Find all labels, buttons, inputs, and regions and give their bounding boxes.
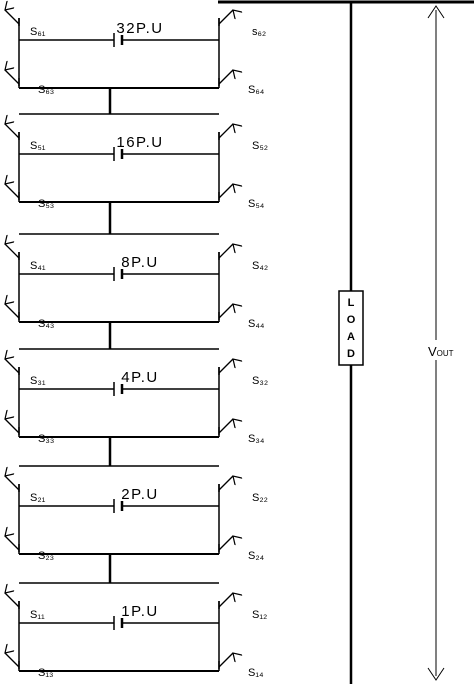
switch-blade — [5, 536, 20, 551]
switch-label: S₄₂ — [252, 260, 268, 272]
switch-label: S₆₄ — [248, 84, 265, 96]
switch-label: S₁₁ — [30, 609, 45, 621]
switch-symbol — [5, 124, 20, 140]
switch-blade — [218, 10, 233, 25]
switch-symbol — [218, 653, 233, 669]
bridge-cell: 1P.U S₁₁ S₁₂ S₁₃ S₁₄ — [5, 582, 267, 679]
switch-symbol — [5, 184, 20, 200]
bridge-cell: 16P.U S₅₁ S₅₂ S₅₃ S₅₄ — [5, 113, 268, 234]
switch-symbol — [218, 304, 233, 320]
switch-blade — [5, 124, 20, 139]
switch-blade — [5, 244, 20, 259]
switch-label: S₃₂ — [252, 375, 268, 387]
load-letter: D — [347, 348, 355, 360]
switch-label: S₂₄ — [248, 550, 265, 562]
switch-blade — [218, 419, 233, 434]
switch-blade — [218, 244, 233, 259]
switch-blade — [5, 419, 20, 434]
switch-symbol — [218, 476, 233, 492]
load-letter: L — [348, 297, 355, 309]
switch-label: S₃₃ — [38, 433, 54, 445]
switch-blade — [218, 476, 233, 491]
switch-label: S₆₁ — [30, 26, 46, 38]
switch-label: S₁₂ — [252, 609, 267, 621]
switch-symbol — [218, 124, 233, 140]
switch-blade — [5, 304, 20, 319]
switch-blade — [5, 70, 20, 85]
load-letter: A — [347, 331, 355, 343]
switch-label: S₄₃ — [38, 318, 54, 330]
switch-blade — [5, 653, 20, 668]
switch-blade — [218, 304, 233, 319]
source-label: 2P.U — [121, 486, 158, 503]
switch-blade — [218, 359, 233, 374]
switch-label: S₃₁ — [30, 375, 46, 387]
switch-symbol — [5, 476, 20, 492]
switch-symbol — [218, 359, 233, 375]
load-box — [338, 290, 364, 366]
switch-symbol — [218, 419, 233, 435]
vout-arrowhead-top — [427, 5, 445, 19]
switch-blade — [5, 10, 20, 25]
switch-label: S₂₂ — [252, 492, 268, 504]
switch-blade — [5, 359, 20, 374]
switch-symbol — [5, 419, 20, 435]
switch-label: S₄₄ — [248, 318, 265, 330]
switch-symbol — [218, 10, 233, 26]
vout-label: VOUT — [428, 344, 454, 359]
switch-symbol — [5, 359, 20, 375]
bridge-cell: 4P.U S₃₁ S₃₂ S₃₃ S₃₄ — [5, 348, 268, 466]
source-label: 4P.U — [121, 369, 158, 386]
switch-blade — [5, 476, 20, 491]
bridge-cell: 32P.U S₆₁ s₆₂ S₆₃ S₆₄ — [5, 10, 266, 114]
switch-label: S₂₃ — [38, 550, 54, 562]
bridge-cell: 2P.U S₂₁ S₂₂ S₂₃ S₂₄ — [5, 465, 268, 583]
switch-symbol — [218, 536, 233, 552]
switch-blade — [218, 70, 233, 85]
source-label: 32P.U — [116, 20, 163, 37]
source-label: 16P.U — [116, 134, 163, 151]
switch-label: S₁₃ — [38, 667, 54, 679]
switch-symbol — [5, 70, 20, 86]
switch-label: S₁₄ — [248, 667, 264, 679]
switch-symbol — [218, 244, 233, 260]
switch-blade — [5, 184, 20, 199]
switch-symbol — [5, 653, 20, 669]
switch-label: S₄₁ — [30, 260, 46, 272]
switch-label: S₅₂ — [252, 140, 268, 152]
vout-arrowhead-bottom — [427, 667, 445, 681]
switch-blade — [218, 536, 233, 551]
switch-blade — [218, 124, 233, 139]
switch-symbol — [218, 593, 233, 609]
switch-label: S₃₄ — [248, 433, 265, 445]
switch-blade — [218, 184, 233, 199]
switch-label: S₂₁ — [30, 492, 46, 504]
switch-label: s₆₂ — [252, 26, 266, 38]
switch-label: S₆₃ — [38, 84, 54, 96]
switch-symbol — [218, 184, 233, 200]
output-stage: L O A D VOUT — [218, 0, 474, 684]
switch-blade — [218, 593, 233, 608]
source-label: 8P.U — [121, 254, 158, 271]
switch-label: S₅₃ — [38, 198, 54, 210]
switch-blade — [218, 653, 233, 668]
switch-symbol — [218, 70, 233, 86]
switch-symbol — [5, 244, 20, 260]
switch-symbol — [5, 10, 20, 26]
bridge-cell: 8P.U S₄₁ S₄₂ S₄₃ S₄₄ — [5, 233, 268, 349]
source-label: 1P.U — [121, 603, 158, 620]
switch-label: S₅₁ — [30, 140, 46, 152]
switch-symbol — [5, 536, 20, 552]
switch-symbol — [5, 593, 20, 609]
switch-symbol — [5, 304, 20, 320]
switch-label: S₅₄ — [248, 198, 265, 210]
load-letter: O — [347, 314, 356, 326]
switch-blade — [5, 593, 20, 608]
